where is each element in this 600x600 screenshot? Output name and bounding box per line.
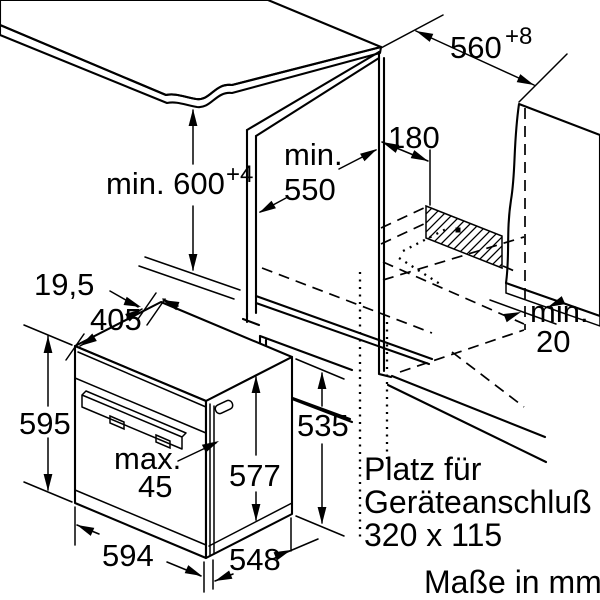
- dim-appliance-width: 594: [74, 506, 205, 593]
- dim-fascia-depth: 19,5: [34, 267, 180, 326]
- dim-rear-body-height-label: 535: [297, 408, 349, 443]
- oven-door-handle: [81, 390, 187, 450]
- dim-depth-with-door: 577: [229, 376, 281, 521]
- dim-appliance-width-label: 594: [102, 538, 154, 573]
- center-lines: [358, 227, 447, 540]
- dim-connection-offset-label: 180: [388, 120, 440, 155]
- dim-rear-clearance-label: 20: [536, 324, 570, 359]
- arrow-up-icon: [43, 336, 53, 353]
- niche-top-edge: [245, 50, 381, 138]
- dim-connection-offset: 180: [380, 120, 440, 206]
- dim-body-depth: 548: [212, 517, 319, 590]
- dim-niche-width: 560 +8: [380, 14, 568, 103]
- arrow-up-right-icon: [360, 145, 380, 162]
- dim-niche-depth-label: 550: [284, 172, 336, 207]
- center-line-slants: [398, 227, 447, 285]
- niche-back-edge: [377, 50, 393, 379]
- arrow-down-icon: [317, 507, 327, 524]
- connection-note: Platz für Geräteanschluß 320 x 115: [364, 451, 592, 553]
- dim-depth-with-door-label: 577: [229, 458, 281, 493]
- dim-worktop-height-tolerance: +4: [226, 161, 253, 188]
- niche-left-panel-foot: [241, 311, 261, 327]
- dim-body-depth-label: 548: [229, 542, 281, 577]
- connection-point-dot: [455, 227, 461, 233]
- wall-panel-surface: [504, 102, 600, 318]
- arrow-up-icon: [317, 372, 327, 389]
- oven-door-edge: [208, 403, 293, 557]
- dim-worktop-height-label: min. 600: [106, 166, 225, 201]
- arrow-up-left-icon: [75, 520, 95, 536]
- oven-control-panel-line: [74, 351, 207, 434]
- oven-side-handle-recess: [214, 399, 234, 415]
- dim-handle-protrusion-label: 45: [138, 469, 172, 504]
- arrow-down-left-icon: [256, 200, 276, 217]
- dim-niche-depth-prefix: min.: [284, 137, 343, 172]
- worktop: [0, 0, 383, 109]
- hidden-edges: [261, 108, 526, 408]
- hidden-cabinet-edges: [261, 236, 525, 408]
- connection-note-line2: Geräteanschluß: [364, 484, 592, 520]
- dim-niche-width-label: 560: [450, 30, 502, 65]
- dim-handle-protrusion-prefix: max.: [114, 441, 181, 476]
- connection-area: [425, 204, 503, 270]
- dim-rear-body-height: 535: [295, 358, 349, 537]
- dim-top-recess-depth: 405: [65, 302, 145, 361]
- oven-door-bottom-line: [74, 489, 207, 546]
- niche-floor-edge: [254, 294, 434, 366]
- right-wall-panel: [504, 102, 600, 327]
- arrow-down-icon: [188, 254, 198, 271]
- arrow-down-right-icon: [516, 74, 536, 90]
- dim-rear-clearance: min. 20: [489, 294, 589, 359]
- niche-left-panel-front-edge: [245, 128, 258, 319]
- connection-area-hatch: [426, 206, 502, 268]
- hidden-connection-edges: [380, 206, 520, 274]
- units-note: Maße in mm: [424, 564, 600, 600]
- worktop-front-edge: [0, 23, 383, 109]
- oven-side-face: [204, 355, 294, 560]
- connection-note-line1: Platz für: [364, 451, 482, 487]
- dim-niche-width-tolerance: +8: [505, 23, 532, 50]
- dim-top-recess-depth-label: 405: [90, 302, 142, 337]
- oven: [73, 300, 294, 560]
- dim-fascia-depth-label: 19,5: [34, 267, 94, 302]
- dim-rear-clearance-prefix: min.: [530, 294, 589, 329]
- dim-handle-protrusion: max. 45: [114, 437, 221, 504]
- dim-appliance-height-label: 595: [19, 406, 71, 441]
- dim-niche-depth: min. 550: [256, 137, 380, 217]
- floor-line-right: [386, 374, 548, 464]
- arrow-down-right-icon: [184, 565, 204, 581]
- arrow-down-icon: [43, 474, 53, 491]
- dim-worktop-height: min. 600 +4: [106, 109, 253, 300]
- wall-panel-base-strip: [505, 281, 600, 327]
- dim-appliance-height: 595: [19, 324, 73, 503]
- arrow-up-icon: [188, 109, 198, 126]
- connection-note-line3: 320 x 115: [364, 517, 502, 553]
- connection-area-outline: [425, 204, 503, 270]
